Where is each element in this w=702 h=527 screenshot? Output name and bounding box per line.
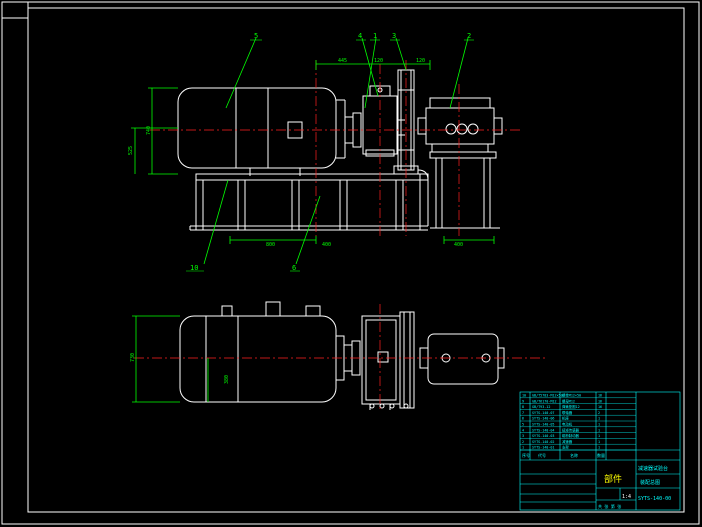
front-elevation-view: 445 120 120 740 525 800 400 400 5 4 1 3 …	[128, 32, 520, 272]
balloon-2: 2	[467, 32, 471, 40]
dim-left-height-1: 740	[146, 126, 152, 135]
parts-row-no: 3	[522, 434, 524, 438]
parts-row-no: 10	[522, 394, 526, 398]
header-qty: 数量	[597, 452, 605, 458]
parts-row-qty: 1	[598, 446, 600, 450]
title-subtitle: 减速器试验台	[638, 465, 668, 472]
parts-row-qty: 16	[598, 405, 602, 409]
parts-row-code: SYTS-140-04	[532, 428, 554, 432]
parts-row-no: 5	[522, 423, 524, 427]
balloon-1: 1	[373, 32, 377, 40]
parts-row-no: 9	[522, 399, 524, 403]
parts-row-name: 机座	[562, 416, 569, 421]
parts-row-name: 联轴器	[562, 410, 573, 415]
plan-centerlines	[134, 304, 548, 412]
balloon-5: 5	[254, 32, 258, 40]
parts-row-name: 螺栓M12×50	[562, 393, 581, 398]
parts-row-name: 支架	[562, 445, 569, 450]
balloon-4: 4	[358, 32, 362, 40]
parts-row-no: 1	[522, 446, 524, 450]
parts-row-qty: 1	[598, 417, 600, 421]
dim-bottom-span-2: 400	[322, 242, 331, 248]
parts-row-code: SYTS-140-03	[532, 434, 554, 438]
parts-row-qty: 1	[598, 434, 600, 438]
parts-row-qty: 1	[598, 440, 600, 444]
balloon-6: 6	[292, 264, 296, 272]
front-dimension-labels: 445 120 120 740 525 800 400 400	[128, 58, 463, 248]
parts-row-code: GB/T6170-M12	[532, 399, 557, 403]
parts-row-code: SYTS-140-05	[532, 423, 554, 427]
balloon-3: 3	[392, 32, 396, 40]
header-code: 代号	[538, 452, 546, 458]
plan-dimensions	[132, 315, 209, 403]
title-scale: 1:4	[622, 494, 631, 500]
parts-list-header: 序号 代号 名称 数量	[522, 452, 605, 458]
title-drawing-no: SYTS-140-00	[638, 496, 671, 502]
parts-row-no: 4	[522, 428, 524, 432]
part-balloons: 5 4 1 3 2 10 6	[190, 32, 471, 272]
dim-left-height-2: 525	[128, 146, 134, 155]
dim-top-span-1: 445	[338, 58, 347, 64]
parts-row-code: GB/T93-12	[532, 405, 550, 409]
parts-row-no: 2	[522, 440, 524, 444]
parts-row-name: 磁粉制动器	[562, 433, 580, 438]
parts-row-name: 电动机	[562, 422, 573, 427]
dim-top-span-3: 120	[416, 58, 425, 64]
dim-top-span-2: 120	[374, 58, 383, 64]
dim-bottom-span-1: 800	[266, 242, 275, 248]
parts-row-name: 螺母M12	[562, 398, 575, 403]
parts-row-name: 扭矩传感器	[562, 427, 580, 432]
dim-bottom-span-3: 400	[454, 242, 463, 248]
gearbox-stand	[429, 151, 500, 229]
parts-row-no: 7	[522, 411, 524, 415]
plan-view: 730 380	[130, 301, 548, 412]
title-drawing-name: 装配总图	[640, 479, 660, 486]
title-footer: 共 张 第 张	[598, 503, 621, 509]
parts-row-no: 8	[522, 405, 524, 409]
dim-plan-height-1: 730	[130, 353, 136, 362]
parts-row-qty: 2	[598, 411, 600, 415]
title-main: 部件	[604, 473, 622, 485]
dim-plan-height-2: 380	[224, 375, 230, 384]
front-dimensions	[131, 37, 495, 265]
parts-row-name: 减速器	[562, 439, 573, 444]
parts-row-code: SYTS-140-01	[532, 446, 554, 450]
parts-row-qty: 16	[598, 394, 602, 398]
balloon-10: 10	[190, 264, 198, 272]
parts-row-qty: 16	[598, 399, 602, 403]
parts-row-qty: 1	[598, 423, 600, 427]
header-name: 名称	[570, 452, 578, 458]
parts-row-no: 6	[522, 417, 524, 421]
header-no: 序号	[522, 452, 530, 458]
parts-row-code: SYTS-140-02	[532, 440, 554, 444]
parts-row-code: SYTS-140-07	[532, 411, 554, 415]
parts-row-qty: 1	[598, 428, 600, 432]
parts-row-name: 弹簧垫圈12	[562, 404, 580, 409]
parts-row-code: GB/T5783-M12×50	[532, 394, 563, 398]
parts-row-code: SYTS-140-06	[532, 417, 554, 421]
plan-sensor-brake	[361, 311, 415, 410]
